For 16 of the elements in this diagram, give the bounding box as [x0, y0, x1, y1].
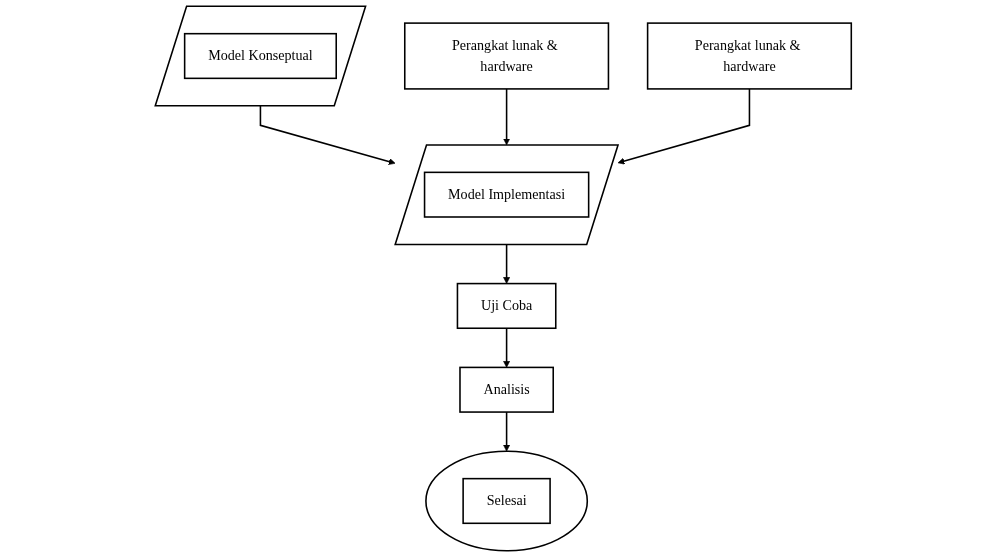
node-box: Model Implementasi	[423, 171, 590, 218]
cluster	[393, 144, 619, 246]
arrow	[617, 88, 750, 165]
arrow	[502, 88, 510, 146]
arrow	[502, 243, 510, 284]
node-box: Model Konseptual	[183, 32, 337, 80]
cluster	[424, 450, 588, 552]
node-box: Uji Coba	[456, 282, 557, 330]
node-box: Selesai	[462, 477, 551, 525]
arrow	[502, 327, 510, 368]
arrow	[259, 104, 396, 165]
arrow	[502, 411, 510, 452]
cluster	[153, 5, 367, 107]
node-box: Analisis	[458, 366, 554, 413]
node-box: Perangkat lunak & hardware	[646, 22, 852, 90]
node-box: Perangkat lunak & hardware	[403, 22, 609, 90]
